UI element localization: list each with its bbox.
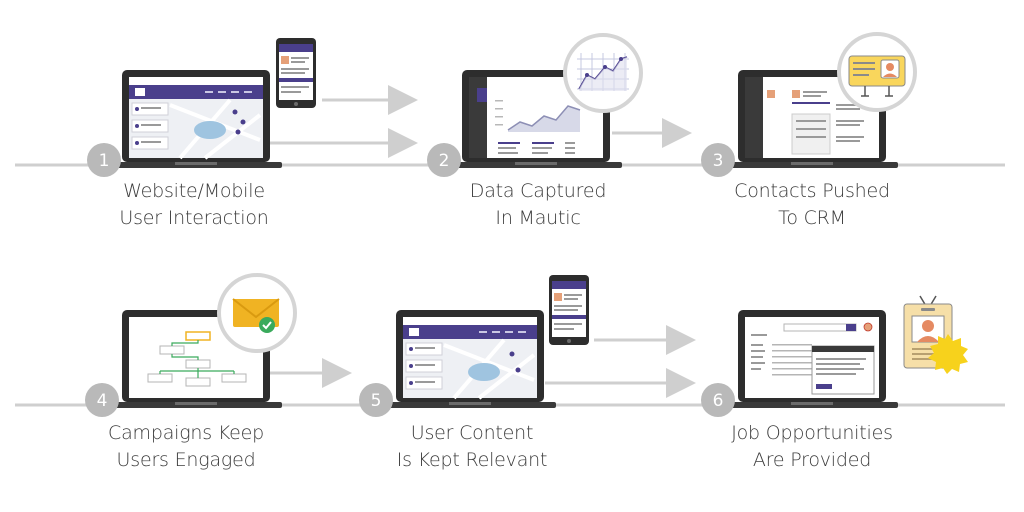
caption-line: Users Engaged bbox=[116, 449, 256, 471]
laptop-icon bbox=[384, 310, 556, 408]
caption-line: In Mautic bbox=[495, 207, 581, 229]
caption-line: To CRM bbox=[778, 207, 846, 229]
step-caption: Website/Mobile User Interaction bbox=[74, 178, 314, 232]
caption-line: Job Opportunities bbox=[731, 422, 893, 444]
mobile-phone-icon bbox=[276, 38, 316, 108]
caption-line: User Content bbox=[410, 422, 534, 444]
step-number: 6 bbox=[713, 391, 724, 411]
caption-line: Campaigns Keep bbox=[108, 422, 264, 444]
step-caption: User Content Is Kept Relevant bbox=[352, 420, 592, 474]
caption-line: User Interaction bbox=[119, 207, 269, 229]
envelope-check-icon bbox=[217, 273, 297, 353]
step-number-badge: 3 bbox=[701, 143, 735, 177]
laptop-icon bbox=[110, 70, 282, 168]
step-number-badge: 4 bbox=[85, 383, 119, 417]
mobile-phone-icon bbox=[549, 275, 589, 345]
caption-line: Website/Mobile bbox=[123, 180, 265, 202]
step-caption: Data Captured In Mautic bbox=[418, 178, 658, 232]
chart-magnifier-icon bbox=[563, 33, 643, 113]
step-number: 1 bbox=[99, 151, 110, 171]
step-number-badge: 6 bbox=[701, 383, 735, 417]
caption-line: Data Captured bbox=[469, 180, 607, 202]
step-number-badge: 1 bbox=[87, 143, 121, 177]
laptop-icon bbox=[726, 310, 898, 408]
caption-line: Are Provided bbox=[752, 449, 872, 471]
caption-line: Is Kept Relevant bbox=[396, 449, 548, 471]
step-number: 4 bbox=[97, 391, 108, 411]
contact-card-icon bbox=[837, 32, 917, 112]
step-number-badge: 2 bbox=[427, 143, 461, 177]
step-number: 3 bbox=[713, 151, 724, 171]
step-caption: Contacts Pushed To CRM bbox=[692, 178, 932, 232]
id-badge-icon bbox=[903, 295, 968, 374]
step-caption: Campaigns Keep Users Engaged bbox=[66, 420, 306, 474]
step-caption: Job Opportunities Are Provided bbox=[692, 420, 932, 474]
step-number: 5 bbox=[371, 391, 382, 411]
caption-line: Contacts Pushed bbox=[734, 180, 890, 202]
step-number: 2 bbox=[439, 151, 450, 171]
step-number-badge: 5 bbox=[359, 383, 393, 417]
